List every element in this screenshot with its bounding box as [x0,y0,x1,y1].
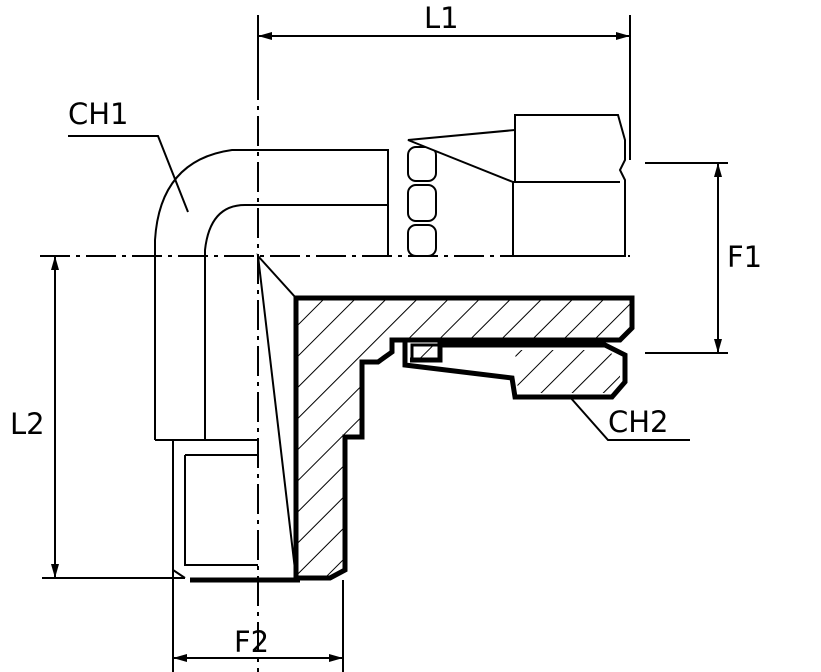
label-l1: L1 [424,1,459,35]
ch2-leader [561,387,690,441]
elbow-tube [154,149,389,440]
label-l2: L2 [10,407,45,441]
swivel-nut [407,114,626,257]
ch1-leader [68,135,189,213]
dimension-l2 [42,256,185,579]
dimension-f1 [645,162,728,354]
dimension-l1 [257,15,631,160]
seal-hatched [410,343,442,362]
label-f2: F2 [234,625,270,659]
body-hatched [293,295,635,581]
label-ch2: CH2 [608,405,669,439]
nut-hatched [515,350,620,393]
thread-stub [155,439,258,579]
label-ch1: CH1 [68,97,129,131]
label-f1: F1 [727,240,763,274]
hex-nut [407,146,437,257]
